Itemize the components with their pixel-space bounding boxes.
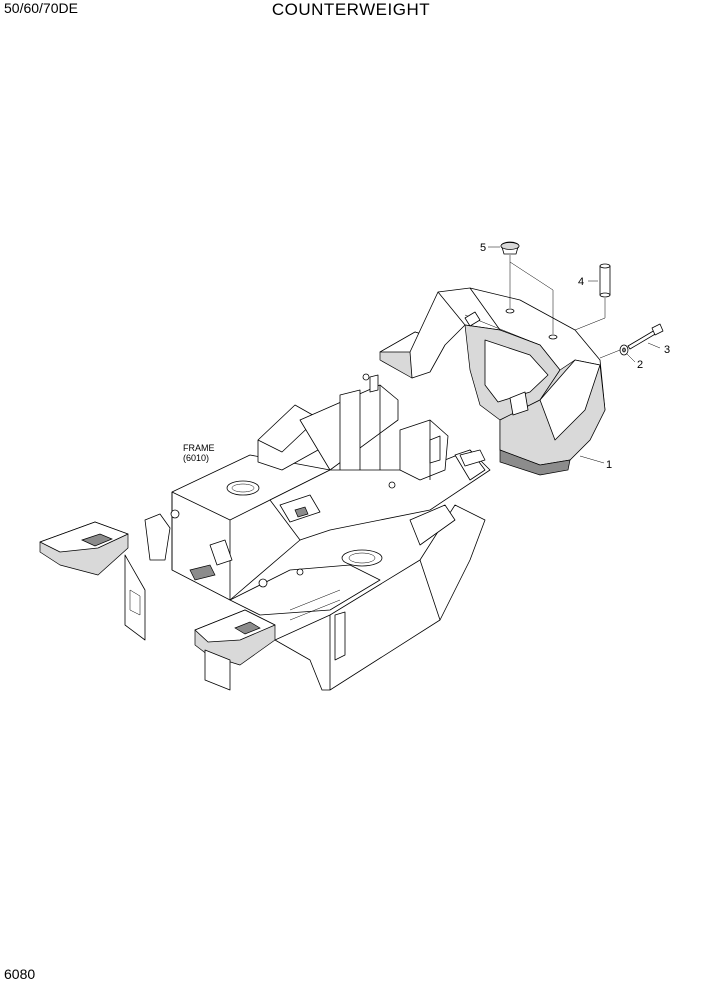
- cap-part: [500, 241, 520, 255]
- counterweight-part: [379, 287, 606, 476]
- page-number: 6080: [4, 966, 36, 982]
- pin-part: [599, 263, 611, 298]
- callout-2: 2: [637, 359, 643, 371]
- model-code: 50/60/70DE: [4, 0, 78, 16]
- callout-1: 1: [606, 459, 612, 471]
- callout-3: 3: [664, 344, 670, 356]
- leader-line-2: [599, 349, 636, 363]
- frame-label-line1: FRAME: [183, 443, 215, 453]
- leader-line-4: [574, 280, 606, 331]
- leader-line-1: [579, 455, 605, 464]
- frame-upper-bracket: [257, 404, 319, 471]
- frame-label-line2: (6010): [183, 453, 209, 463]
- callout-5: 5: [480, 242, 486, 254]
- callout-4: 4: [578, 276, 584, 288]
- leader-line-5: [488, 246, 554, 334]
- frame-right-fender: [274, 504, 486, 691]
- frame-assembly: [39, 373, 491, 691]
- page-title: COUNTERWEIGHT: [271, 0, 431, 19]
- leader-line-3: [647, 342, 661, 349]
- bolt-part: [627, 323, 664, 350]
- washer-part: [619, 344, 629, 356]
